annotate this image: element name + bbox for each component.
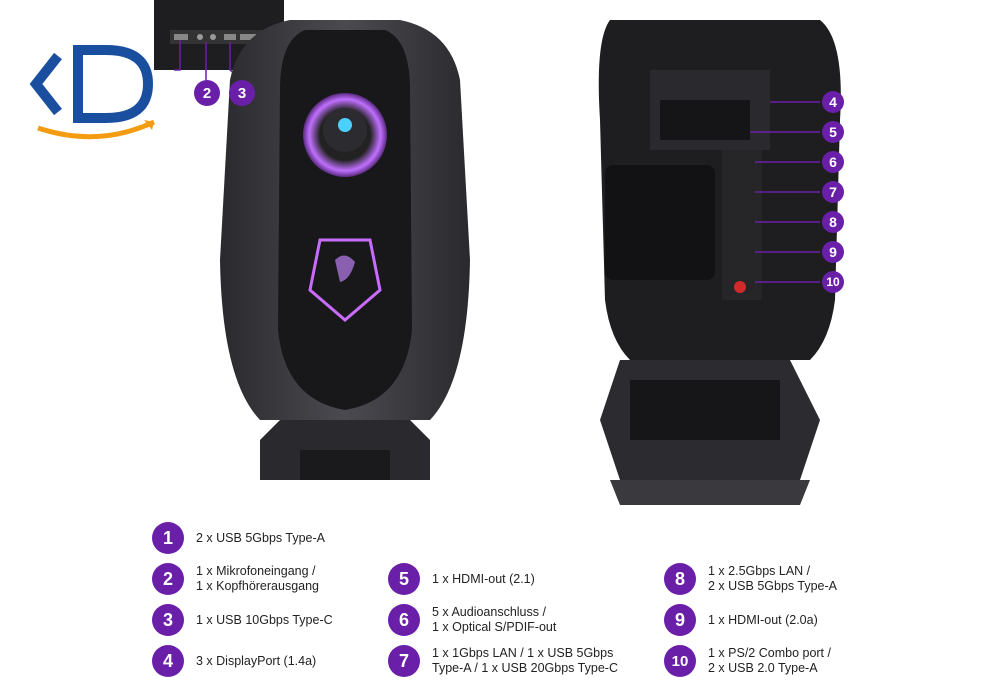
callout-badge-3: 3 bbox=[229, 80, 255, 106]
legend-number: 5 bbox=[388, 563, 420, 595]
legend-text: 1 x HDMI-out (2.1) bbox=[432, 571, 535, 586]
pc-back-view bbox=[598, 20, 841, 505]
legend-number: 4 bbox=[152, 645, 184, 677]
legend-text: 1 x 1Gbps LAN / 1 x USB 5Gbps Type-A / 1… bbox=[432, 646, 618, 675]
legend-item-7: 7 1 x 1Gbps LAN / 1 x USB 5Gbps Type-A /… bbox=[388, 645, 618, 677]
legend-number: 7 bbox=[388, 645, 420, 677]
callout-badge-6: 6 bbox=[822, 151, 844, 173]
legend-item-10: 10 1 x PS/2 Combo port / 2 x USB 2.0 Typ… bbox=[664, 645, 831, 677]
callout-badge-7: 7 bbox=[822, 181, 844, 203]
legend-number: 1 bbox=[152, 522, 184, 554]
callout-badge-5: 5 bbox=[822, 121, 844, 143]
legend-item-8: 8 1 x 2.5Gbps LAN / 2 x USB 5Gbps Type-A bbox=[664, 563, 837, 595]
callout-badge-2: 2 bbox=[194, 80, 220, 106]
legend-text: 2 x USB 5Gbps Type-A bbox=[196, 530, 325, 545]
legend-item-1: 1 2 x USB 5Gbps Type-A bbox=[152, 522, 325, 554]
legend-item-3: 3 1 x USB 10Gbps Type-C bbox=[152, 604, 333, 636]
callout-badge-8: 8 bbox=[822, 211, 844, 233]
pc-front-view bbox=[154, 0, 470, 480]
legend-text: 1 x PS/2 Combo port / 2 x USB 2.0 Type-A bbox=[708, 646, 831, 675]
kd-logo bbox=[29, 45, 156, 140]
callout-badge-9: 9 bbox=[822, 241, 844, 263]
legend-number: 10 bbox=[664, 645, 696, 677]
legend-text: 1 x USB 10Gbps Type-C bbox=[196, 612, 333, 627]
legend-number: 9 bbox=[664, 604, 696, 636]
legend-item-4: 4 3 x DisplayPort (1.4a) bbox=[152, 645, 316, 677]
legend-item-2: 2 1 x Mikrofoneingang / 1 x Kopfhöreraus… bbox=[152, 563, 319, 595]
legend-text: 1 x Mikrofoneingang / 1 x Kopfhörerausga… bbox=[196, 564, 320, 593]
callout-badge-4: 4 bbox=[822, 91, 844, 113]
legend-text: 1 x HDMI-out (2.0a) bbox=[708, 612, 818, 627]
legend-item-6: 6 5 x Audioanschluss / 1 x Optical S/PDI… bbox=[388, 604, 556, 636]
legend-text: 3 x DisplayPort (1.4a) bbox=[196, 653, 317, 668]
legend-item-9: 9 1 x HDMI-out (2.0a) bbox=[664, 604, 818, 636]
legend-text: 5 x Audioanschluss / 1 x Optical S/PDIF-… bbox=[432, 605, 557, 634]
legend-number: 8 bbox=[664, 563, 696, 595]
legend-number: 3 bbox=[152, 604, 184, 636]
legend-text: 1 x 2.5Gbps LAN / 2 x USB 5Gbps Type-A bbox=[708, 564, 837, 593]
legend-number: 6 bbox=[388, 604, 420, 636]
legend-item-5: 5 1 x HDMI-out (2.1) bbox=[388, 563, 535, 595]
legend-number: 2 bbox=[152, 563, 184, 595]
callout-badge-10: 10 bbox=[822, 271, 844, 293]
